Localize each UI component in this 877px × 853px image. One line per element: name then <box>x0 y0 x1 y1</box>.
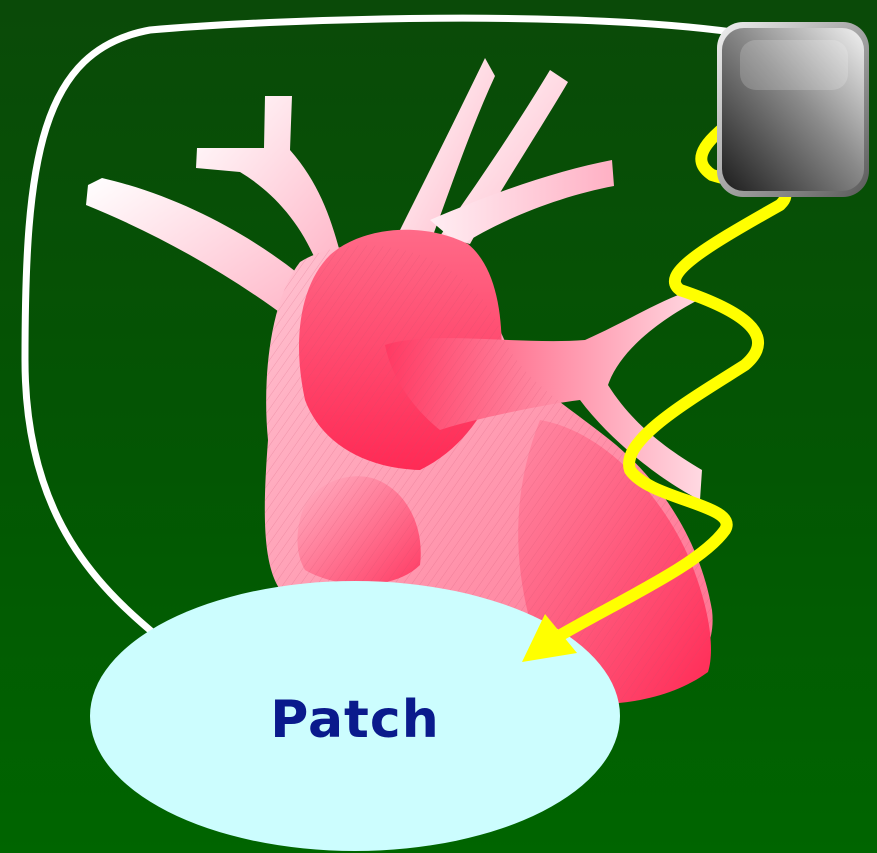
superior-vena-cava <box>86 178 300 320</box>
patch-label: Patch <box>270 690 440 750</box>
device-highlight <box>740 40 848 90</box>
patch: Patch <box>90 581 620 851</box>
right-vessel <box>430 160 614 246</box>
pacemaker-device-icon <box>717 22 869 197</box>
